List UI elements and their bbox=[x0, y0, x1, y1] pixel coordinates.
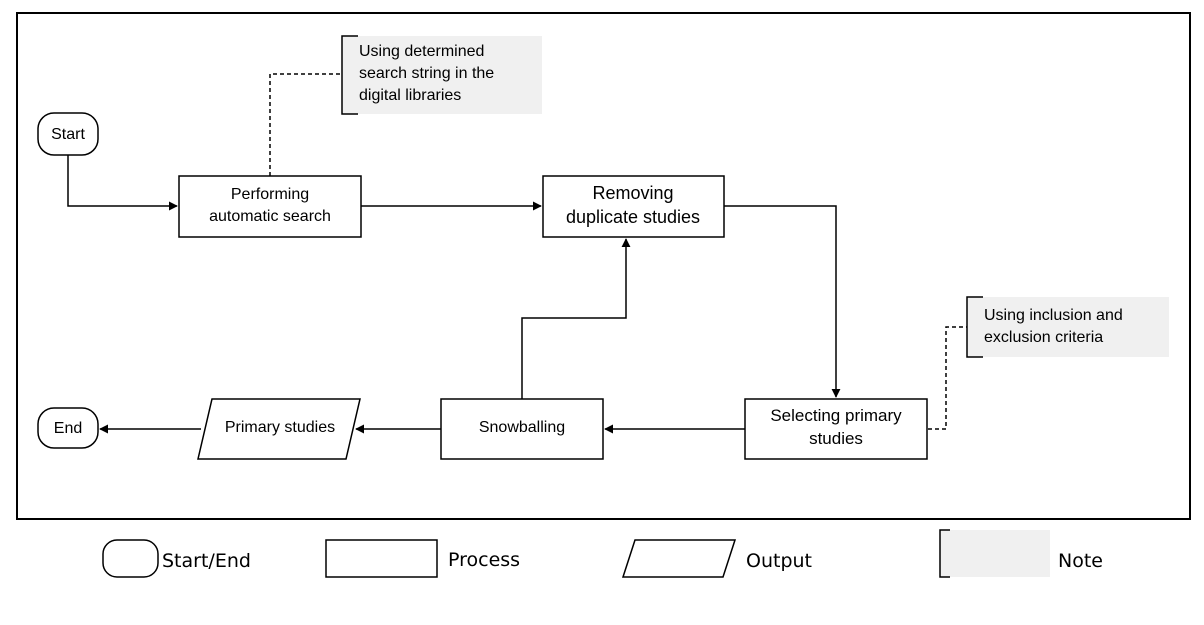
process-snowballing: Snowballing bbox=[440, 398, 604, 460]
select-primary-line-1: Selecting primary bbox=[770, 406, 902, 425]
select-primary-line-2: studies bbox=[809, 429, 863, 448]
legend-output: Output bbox=[621, 539, 812, 578]
legend: Start/End Process Output Note bbox=[102, 529, 1103, 578]
end-label: End bbox=[54, 420, 82, 437]
note-criteria-connector bbox=[928, 326, 967, 430]
remove-duplicates-line-2: duplicate studies bbox=[566, 207, 700, 227]
snowballing-label: Snowballing bbox=[479, 419, 565, 436]
process-remove-duplicates: Removing duplicate studies bbox=[542, 175, 725, 238]
legend-output-label: Output bbox=[746, 550, 812, 572]
note-search-line-2: search string in the bbox=[359, 65, 494, 82]
arrow-start-to-search bbox=[67, 155, 178, 211]
note-criteria-line-1: Using inclusion and bbox=[984, 307, 1123, 324]
note-search-line-1: Using determined bbox=[359, 43, 484, 60]
arrow-duplicates-to-select bbox=[724, 205, 841, 398]
legend-process: Process bbox=[325, 539, 520, 578]
process-select-primary: Selecting primary studies bbox=[744, 398, 928, 460]
legend-note: Note bbox=[939, 529, 1103, 578]
legend-process-label: Process bbox=[448, 549, 520, 571]
automatic-search-line-2: automatic search bbox=[209, 208, 331, 225]
note-search-line-3: digital libraries bbox=[359, 87, 461, 104]
note-search-string: Using determined search string in the di… bbox=[341, 35, 542, 115]
end-node: End bbox=[37, 407, 99, 449]
output-primary-studies: Primary studies bbox=[197, 398, 361, 460]
remove-duplicates-line-1: Removing bbox=[592, 183, 673, 203]
start-node: Start bbox=[37, 112, 99, 156]
legend-start-end: Start/End bbox=[102, 539, 251, 578]
process-automatic-search: Performing automatic search bbox=[178, 175, 362, 238]
diagram-frame bbox=[16, 12, 1191, 520]
note-search-connector bbox=[269, 73, 342, 176]
primary-studies-label: Primary studies bbox=[225, 419, 335, 436]
start-label: Start bbox=[51, 126, 85, 143]
note-inclusion-criteria: Using inclusion and exclusion criteria bbox=[966, 296, 1169, 358]
legend-note-label: Note bbox=[1058, 550, 1103, 572]
automatic-search-line-1: Performing bbox=[231, 186, 309, 203]
arrow-snowballing-to-duplicates bbox=[521, 238, 631, 399]
legend-start-end-label: Start/End bbox=[162, 550, 251, 572]
note-criteria-line-2: exclusion criteria bbox=[984, 329, 1103, 346]
